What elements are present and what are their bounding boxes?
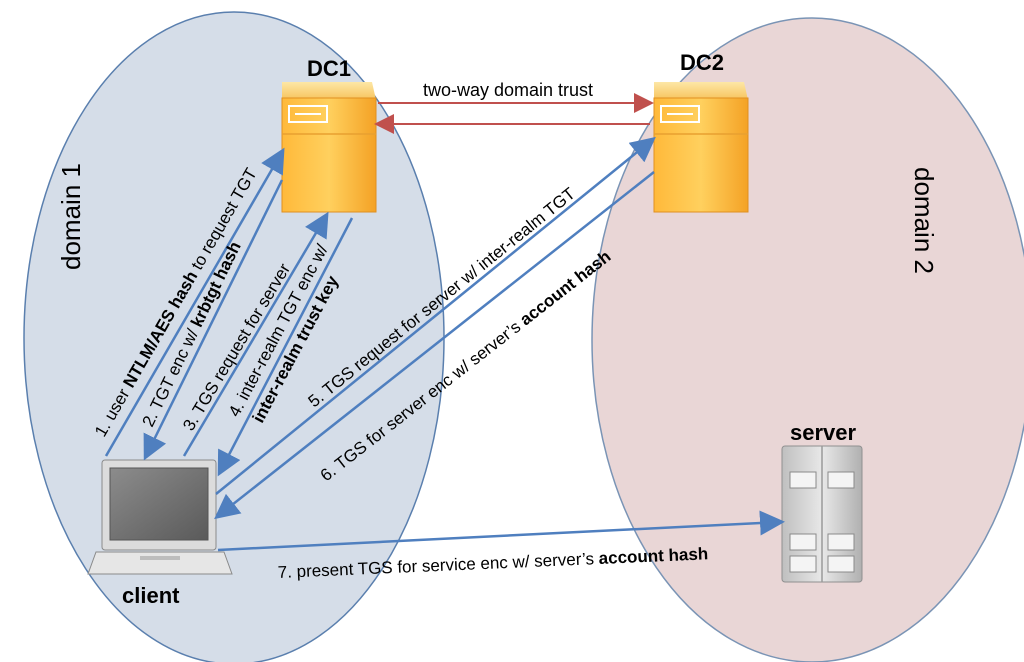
- step-3-arrow: [182, 211, 329, 457]
- server-label: server: [790, 420, 857, 445]
- step-4-arrow: [217, 217, 354, 477]
- dc2-server-icon: [653, 82, 749, 213]
- step-2-arrow: [143, 179, 284, 461]
- dc1-label: DC1: [307, 56, 351, 81]
- step-6-arrow: [214, 171, 655, 520]
- step-1-arrow: [104, 147, 285, 457]
- domain-2-label: domain 2: [909, 167, 939, 274]
- client-laptop-icon: [87, 459, 233, 575]
- dc1-server-icon: [281, 82, 377, 213]
- dc2-label: DC2: [680, 50, 724, 75]
- server-icon: [781, 445, 863, 583]
- domain-1-label: domain 1: [56, 163, 86, 270]
- step-5-arrow: [215, 136, 656, 495]
- trust-label: two-way domain trust: [423, 80, 593, 100]
- step-7-arrow: [217, 510, 785, 552]
- client-label: client: [122, 583, 180, 608]
